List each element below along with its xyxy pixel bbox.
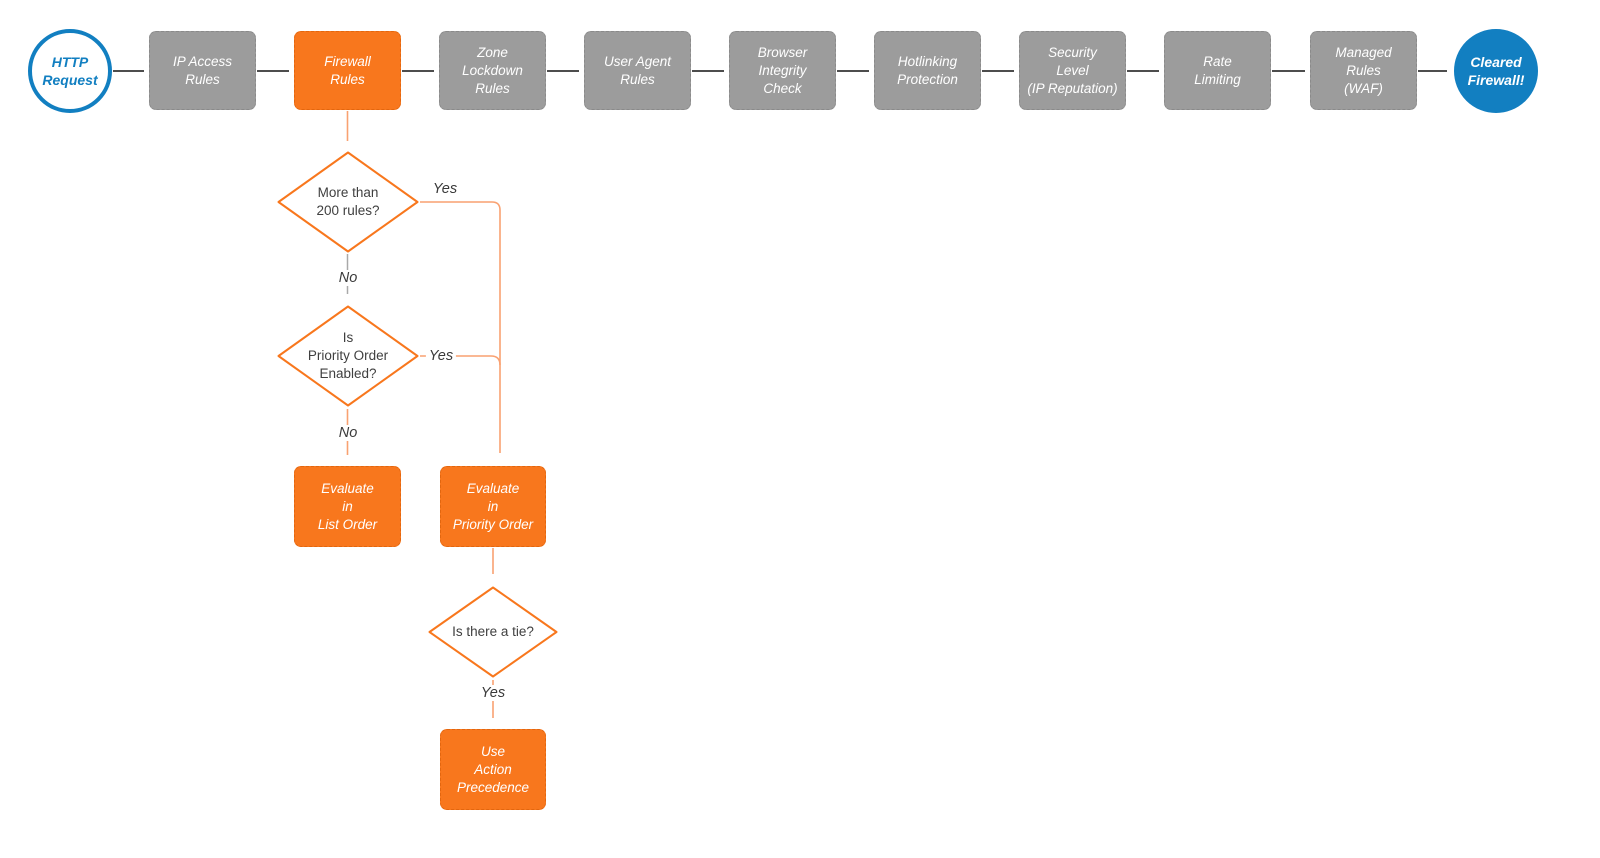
decision-label: Is Priority Order Enabled? <box>307 330 389 381</box>
diamond-shape <box>277 305 419 407</box>
step-security-level: Security Level (IP Reputation) <box>1019 31 1126 110</box>
edge-label-yes-rules-count: Yes <box>429 181 461 197</box>
decision-label: Is there a tie? <box>452 624 534 639</box>
outcome-evaluate-in-list-order: Evaluate in List Order <box>294 466 401 547</box>
edge-label-yes-tie: Yes <box>477 685 509 701</box>
diamond-shape <box>428 586 558 678</box>
edge-label-yes-priority-enabled: Yes <box>425 348 457 364</box>
step-zone-lockdown-rules: Zone Lockdown Rules <box>439 31 546 110</box>
decision-more-than-200-rules: More than 200 rules? <box>277 151 419 253</box>
start-node-http-request: HTTP Request <box>28 29 112 113</box>
step-managed-rules-waf: Managed Rules (WAF) <box>1310 31 1417 110</box>
step-hotlinking-protection: Hotlinking Protection <box>874 31 981 110</box>
decision-is-there-a-tie: Is there a tie? <box>428 586 558 678</box>
step-firewall-rules: Firewall Rules <box>294 31 401 110</box>
diamond-shape <box>277 151 419 253</box>
step-user-agent-rules: User Agent Rules <box>584 31 691 110</box>
decision-label: More than 200 rules? <box>316 185 380 218</box>
outcome-use-action-precedence: Use Action Precedence <box>440 729 546 810</box>
step-browser-integrity-check: Browser Integrity Check <box>729 31 836 110</box>
outcome-evaluate-in-priority-order: Evaluate in Priority Order <box>440 466 546 547</box>
step-rate-limiting: Rate Limiting <box>1164 31 1271 110</box>
end-node-cleared-firewall: Cleared Firewall! <box>1454 29 1538 113</box>
edge-label-no-priority-enabled: No <box>335 425 361 441</box>
connector-rules-count-yes <box>420 201 501 453</box>
edge-label-no-rules-count: No <box>335 270 361 286</box>
decision-priority-order-enabled: Is Priority Order Enabled? <box>277 305 419 407</box>
step-ip-access-rules: IP Access Rules <box>149 31 256 110</box>
